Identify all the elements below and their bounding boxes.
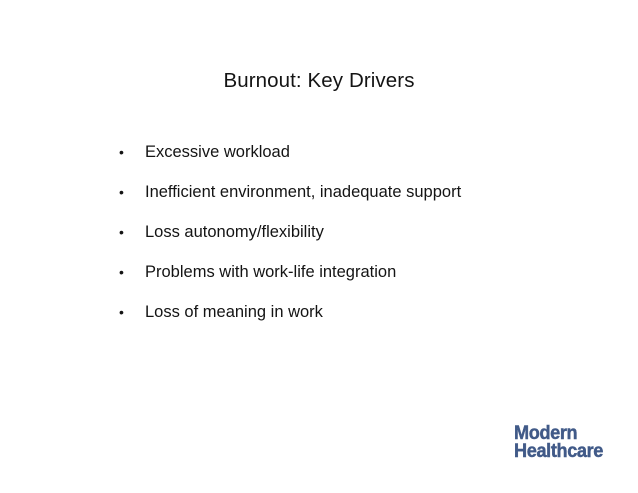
modern-healthcare-logo: Modern Healthcare — [514, 422, 618, 462]
list-item: • Inefficient environment, inadequate su… — [117, 180, 587, 220]
bullet-list: • Excessive workload • Inefficient envir… — [117, 140, 587, 340]
list-item: • Loss of meaning in work — [117, 300, 587, 340]
bullet-point-icon: • — [119, 304, 124, 320]
list-item: • Loss autonomy/flexibility — [117, 220, 587, 260]
page-title: Burnout: Key Drivers — [223, 69, 415, 92]
list-item-label: Excessive workload — [145, 143, 290, 161]
list-item: • Problems with work-life integration — [117, 260, 587, 300]
list-item-label: Loss of meaning in work — [145, 303, 323, 321]
bullet-point-icon: • — [119, 224, 124, 240]
list-item-label: Problems with work-life integration — [145, 263, 397, 281]
list-item: • Excessive workload — [117, 140, 587, 180]
list-item-label: Loss autonomy/flexibility — [145, 223, 324, 241]
bullet-point-icon: • — [119, 144, 124, 160]
list-item-label: Inefficient environment, inadequate supp… — [145, 183, 462, 201]
logo-line-healthcare: Healthcare — [514, 440, 604, 462]
logo-line-modern: Modern — [514, 422, 578, 444]
bullet-point-icon: • — [119, 264, 124, 280]
bullet-point-icon: • — [119, 184, 124, 200]
